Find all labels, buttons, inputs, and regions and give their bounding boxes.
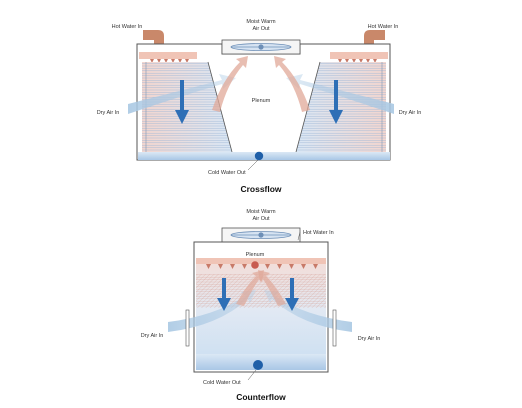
spray-nozzles-right: [338, 59, 377, 63]
cf-dry-air-arrow-right: [264, 290, 352, 332]
spray-nozzles-left: [150, 59, 189, 63]
label-plenum: Plenum: [252, 98, 271, 104]
moist-air-arrow-left: [212, 56, 248, 112]
cf-label-dry-air-in-right: Dry Air In: [358, 336, 381, 342]
hot-water-basin-left: [139, 52, 197, 59]
cf-moist-air-arrow: [236, 270, 264, 306]
cf-label-hot-water-in: Hot Water In: [303, 230, 334, 236]
cf-label-moist-warm-1: Moist Warm: [246, 209, 276, 215]
fan-icon: [230, 43, 292, 51]
moist-air-arrow-right: [274, 56, 310, 112]
label-hot-water-in-left: Hot Water In: [112, 24, 143, 30]
label-moist-warm-air-out-1: Moist Warm: [246, 19, 276, 25]
counterflow-diagram: Moist Warm Air Out Hot Water In Plenum D…: [141, 209, 381, 402]
cold-water-outlet: [254, 151, 264, 161]
water-flow-arrow-right: [329, 80, 343, 124]
cf-louver-left: [185, 309, 190, 347]
cf-spray-nozzles: [206, 264, 318, 269]
cf-dry-air-arrow-left: [168, 290, 256, 332]
water-flow-arrow-left: [175, 80, 189, 124]
cf-louver-right: [332, 309, 337, 347]
cf-label-moist-warm-2: Air Out: [252, 216, 270, 222]
cold-water-basin: [138, 152, 390, 160]
label-moist-warm-air-out-2: Air Out: [252, 26, 270, 32]
label-cold-water-out: Cold Water Out: [208, 170, 246, 176]
cf-label-dry-air-in-left: Dry Air In: [141, 333, 164, 339]
cf-label-plenum: Plenum: [246, 252, 265, 258]
cf-label-cold-water-out: Cold Water Out: [203, 380, 241, 386]
cf-spray-header: [196, 258, 326, 264]
counterflow-title: Counterflow: [236, 392, 286, 402]
label-dry-air-in-left: Dry Air In: [97, 110, 120, 116]
crossflow-title: Crossflow: [240, 184, 281, 194]
dry-air-arrow-right: [286, 74, 394, 114]
crossflow-diagram: Hot Water In Hot Water In Moist Warm Air…: [97, 19, 422, 194]
hot-water-basin-right: [330, 52, 388, 59]
label-dry-air-in-right: Dry Air In: [399, 110, 422, 116]
cf-fan-icon: [230, 231, 292, 239]
label-hot-water-in-right: Hot Water In: [368, 24, 399, 30]
cf-water-flow-arrow-left: [217, 278, 231, 311]
cf-hot-water-inlet: [251, 261, 259, 269]
cf-cold-water-outlet: [253, 360, 263, 370]
cf-water-flow-arrow-right: [285, 278, 299, 311]
